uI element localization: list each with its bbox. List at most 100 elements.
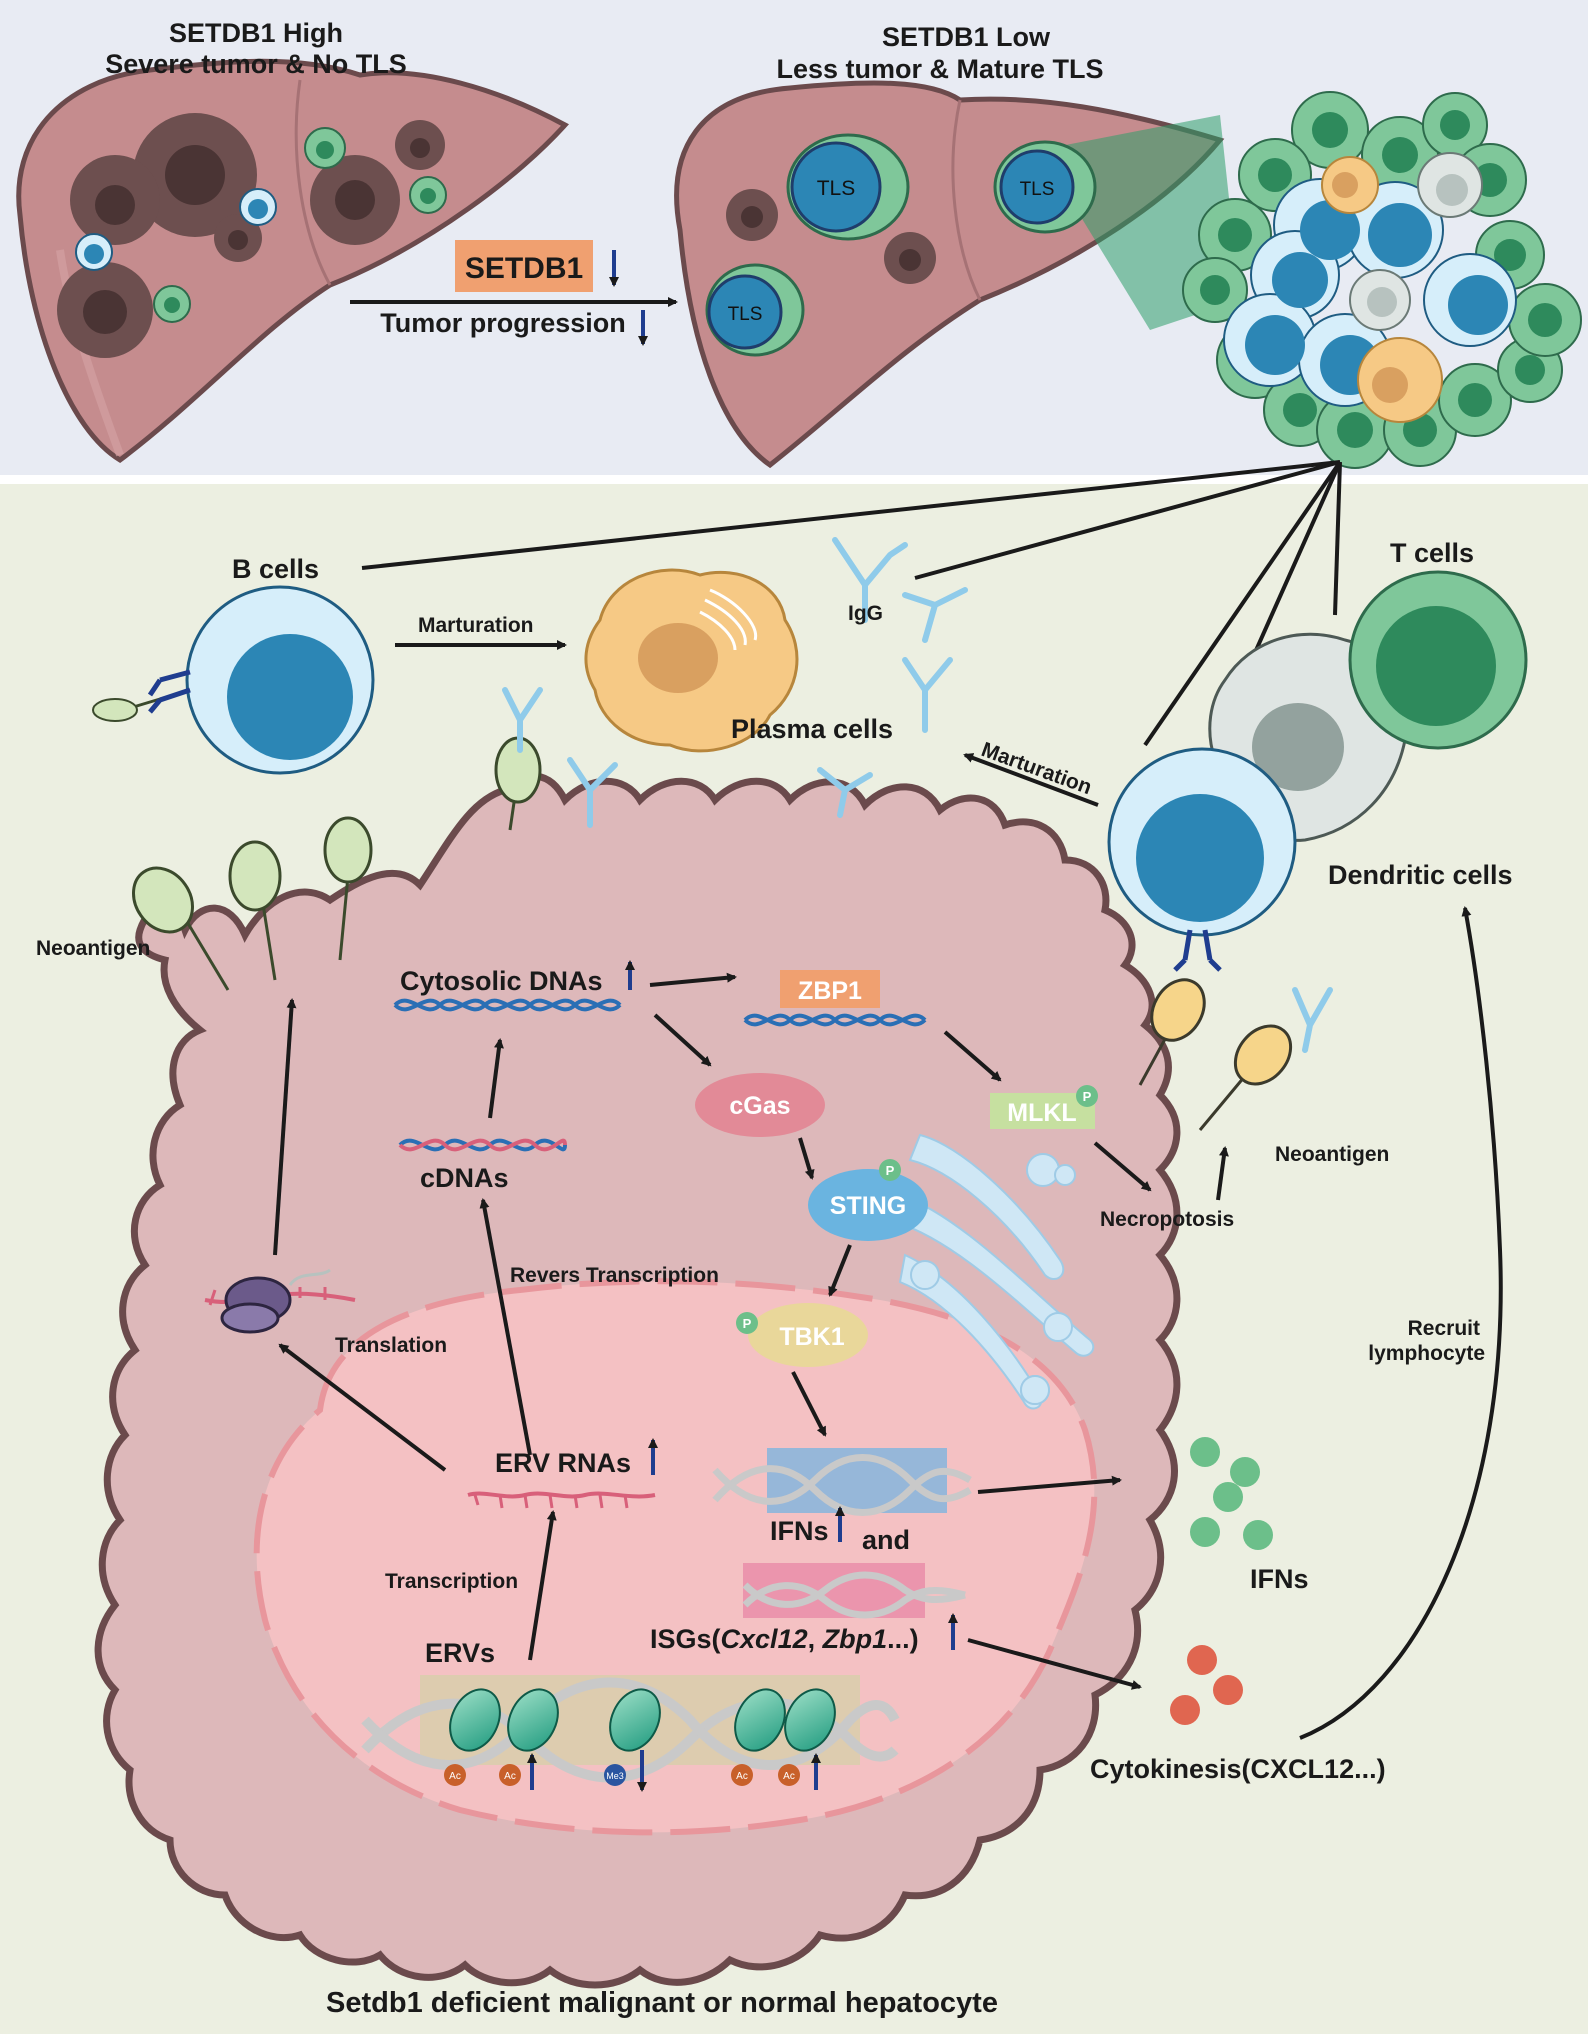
- sting-p-label: P: [886, 1163, 895, 1178]
- left-title-2: Severe tumor & No TLS: [105, 49, 407, 79]
- panel-divider: [0, 475, 1588, 484]
- ifn-out-arrow: [977, 1475, 1122, 1494]
- mlkl-phospho: [1076, 1085, 1098, 1107]
- neoantigens-right: [1138, 978, 1293, 1131]
- b-cells-label: B cells: [232, 554, 319, 584]
- transcription-arrow: [528, 1510, 557, 1661]
- isgs-sep: ,: [808, 1624, 823, 1654]
- ac-mark-1: Ac: [449, 1771, 461, 1782]
- t-cell: [1348, 570, 1528, 750]
- tls-label-2: TLS: [1020, 179, 1055, 200]
- ifns-out-label: IFNs: [1250, 1564, 1309, 1594]
- immune-dots-left: [75, 127, 447, 323]
- dendritic-cells-label: Dendritic cells: [1328, 860, 1513, 890]
- tbk1-phospho: [736, 1312, 758, 1334]
- ifns-gene-label: IFNs: [770, 1516, 829, 1546]
- isgs-prefix: ISGs(: [650, 1624, 721, 1654]
- cgas-node: [695, 1073, 825, 1137]
- zbp1-dna-helix: [743, 1013, 927, 1027]
- mlkl-to-necroptosis-arrow: [1093, 1141, 1152, 1192]
- dna-to-cgas-arrow: [653, 1013, 712, 1067]
- tls-right: [705, 133, 1097, 357]
- rt-label: Revers Transcription: [510, 1264, 719, 1287]
- left-title-1: SETDB1 High: [169, 18, 343, 48]
- b-cell: [92, 585, 375, 775]
- ac-mark-2: Ac: [504, 1771, 516, 1782]
- recruit-label-1: Recruit: [1408, 1317, 1480, 1340]
- tls-label-1: TLS: [817, 177, 856, 200]
- zbp1-box: [780, 970, 880, 1008]
- neoantigen-left-label: Neoantigen: [36, 937, 150, 960]
- tls-cluster: [1182, 91, 1582, 469]
- right-title-1: SETDB1 Low: [882, 22, 1051, 52]
- neoantigens-left: [132, 736, 542, 991]
- cytosolic-dnas-label: Cytosolic DNAs: [400, 966, 603, 996]
- plasma-cell: [584, 568, 799, 753]
- erv-rnas-label: ERV RNAs: [495, 1448, 631, 1478]
- ifn-molecules: [1190, 1437, 1273, 1550]
- ribosome: [204, 1268, 356, 1334]
- and-label: and: [862, 1525, 910, 1555]
- me3-mark: Me3: [606, 1771, 624, 1781]
- rt-arrow: [479, 1198, 532, 1456]
- isg-gene-helix: [742, 1571, 966, 1619]
- plasma-cells-label: Plasma cells: [731, 714, 893, 744]
- translation-label: Translation: [335, 1334, 447, 1357]
- sting-to-tbk1-arrow: [828, 1244, 852, 1297]
- dna-to-zbp1-arrow: [649, 972, 737, 987]
- tls-label-3: TLS: [728, 304, 763, 325]
- translation-to-neoantigen-arrow: [273, 998, 297, 1256]
- ervs-label: ERVs: [425, 1638, 495, 1668]
- cgas-to-sting-arrow: [798, 1137, 815, 1180]
- sting-node: [808, 1169, 928, 1241]
- igg-antibodies: [502, 537, 1333, 1053]
- erv-rna-strand: [467, 1491, 656, 1499]
- tumors-left: [57, 113, 445, 358]
- isgs-gene1: Cxcl12: [721, 1624, 808, 1654]
- isg-out-arrow: [967, 1638, 1142, 1690]
- zbp1-label: ZBP1: [798, 977, 862, 1005]
- tls-connector-lines: [361, 460, 1342, 747]
- necroptosis-label: Necropotosis: [1100, 1208, 1234, 1231]
- sting-phospho: [879, 1159, 901, 1181]
- endoplasmic-reticulum: [893, 1133, 1095, 1410]
- tumors-right: [726, 189, 936, 284]
- zbp1-to-mlkl-arrow: [943, 1030, 1002, 1082]
- recruit-label-2: lymphocyte: [1368, 1342, 1485, 1365]
- t-cells-label: T cells: [1390, 538, 1474, 568]
- right-title-2: Less tumor & Mature TLS: [776, 54, 1103, 84]
- ac-mark-4: Ac: [783, 1771, 795, 1782]
- histones: [449, 1688, 836, 1752]
- cdnas-label: cDNAs: [420, 1163, 509, 1193]
- b-cell-right: [1107, 747, 1297, 972]
- ifn-gene-helix: [712, 1454, 972, 1516]
- mlkl-p-label: P: [1083, 1089, 1092, 1104]
- bottom-title: Setdb1 deficient malignant or normal hep…: [326, 1987, 998, 2019]
- ac-mark-3: Ac: [736, 1771, 748, 1782]
- b-maturation-label: Marturation: [418, 614, 534, 637]
- tbk1-to-ifn-arrow: [791, 1371, 827, 1437]
- recruit-arrow: [1299, 906, 1503, 1740]
- erv-rna-bases: [473, 1494, 629, 1509]
- tbk1-label: TBK1: [779, 1323, 844, 1351]
- tbk1-node: [748, 1303, 868, 1367]
- mlkl-label: MLKL: [1007, 1099, 1076, 1127]
- cgas-label: cGas: [729, 1092, 790, 1120]
- neoantigen-right-label: Neoantigen: [1275, 1143, 1389, 1166]
- cdna-helix: [398, 1138, 567, 1152]
- cytokine-molecules: [1170, 1645, 1243, 1725]
- sting-label: STING: [830, 1192, 906, 1220]
- setdb1-box: [455, 240, 593, 292]
- isgs-suffix: ...): [887, 1624, 919, 1654]
- cytosolic-dna-helix: [393, 998, 622, 1012]
- progression-label: Tumor progression: [380, 308, 626, 338]
- cytokinesis-label: Cytokinesis(CXCL12...): [1090, 1754, 1386, 1784]
- transcription-label: Transcription: [385, 1570, 518, 1593]
- cdna-to-cytosolic-arrow: [488, 1038, 504, 1119]
- necroptosis-to-neoantigen-arrow: [1216, 1146, 1229, 1201]
- erv-to-translation-arrow: [278, 1343, 447, 1472]
- tbk1-p-label: P: [743, 1316, 752, 1331]
- igg-label: IgG: [848, 602, 883, 625]
